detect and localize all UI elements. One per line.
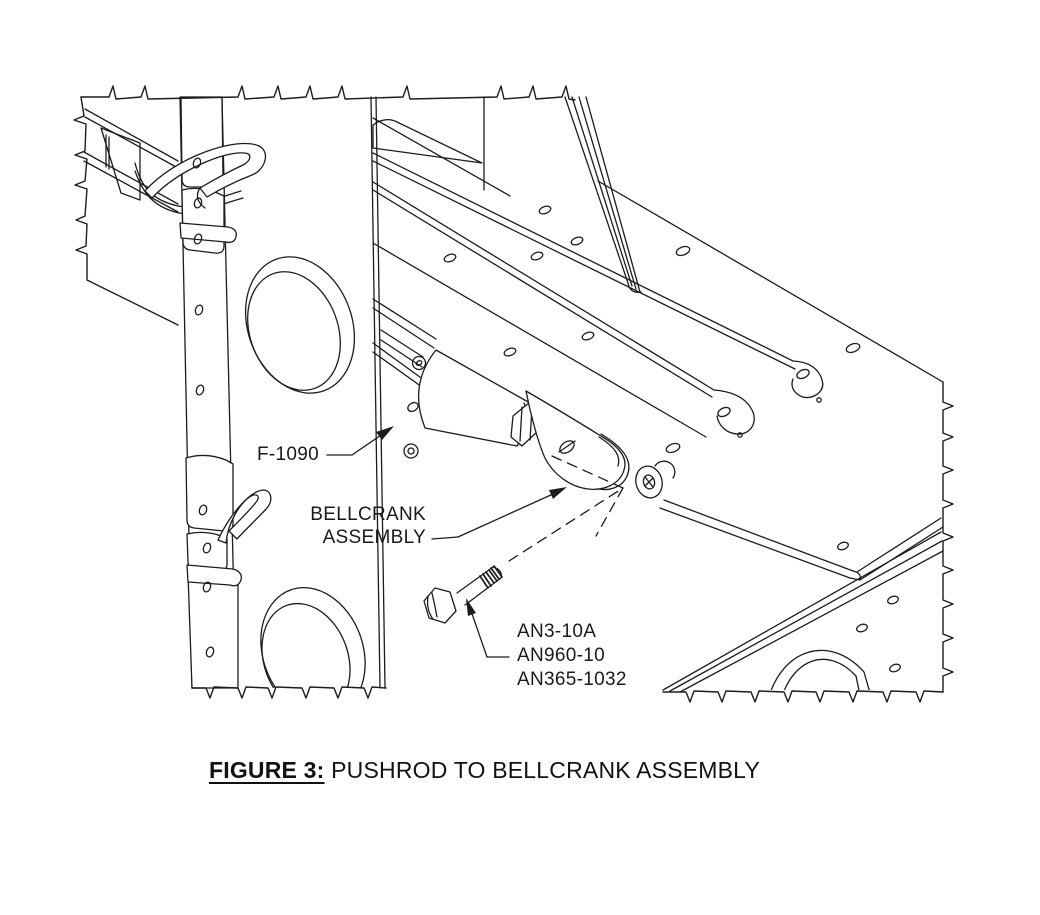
bolt-hex-head: [424, 588, 456, 623]
washer-stack: [632, 461, 675, 501]
hidden-lines: [509, 456, 623, 561]
bottom-left-break-edge: [192, 687, 386, 698]
label-washer: AN960-10: [517, 645, 605, 666]
lower-angle: [381, 330, 860, 580]
stiffener-strip: [145, 97, 271, 688]
break-borders: [74, 86, 953, 702]
lightening-hole-upper: [227, 241, 373, 408]
label-f-1090: F-1090: [257, 444, 320, 465]
figure-caption: FIGURE 3: PUSHROD TO BELLCRANK ASSEMBLY: [209, 757, 760, 784]
bottom-right-break-edge: [663, 691, 943, 702]
label-bolt: AN3-10A: [517, 621, 597, 642]
leader-f-1090: [327, 426, 394, 455]
figure-caption-text: PUSHROD TO BELLCRANK ASSEMBLY: [324, 757, 761, 783]
bulkhead-flange: [371, 97, 385, 688]
channel-rivet-holes: [443, 205, 595, 358]
web-fastener-heads: [404, 357, 426, 459]
leader-bellcrank: [432, 487, 567, 539]
right-break-edge: [943, 382, 953, 692]
label-nut: AN365-1032: [517, 669, 627, 690]
lightening-hole-lower: [243, 573, 382, 731]
label-bellcrank-line1: BELLCRANK: [310, 504, 426, 525]
lower-arc-cutout: [768, 650, 872, 700]
strip-rivet-holes: [192, 157, 215, 658]
label-bellcrank-line2: ASSEMBLY: [322, 527, 426, 548]
label-bellcrank-assembly: BELLCRANK ASSEMBLY: [296, 503, 426, 549]
figure-caption-label: FIGURE 3:: [209, 757, 325, 783]
bellcrank-bracket: [526, 391, 625, 489]
pushrod-bellcrank: [419, 350, 675, 501]
fin-brace: [565, 97, 641, 292]
top-break-edge: [81, 86, 575, 100]
leader-hardware: [466, 598, 509, 657]
lower-right-panel: [663, 532, 943, 700]
label-hardware-callout: AN3-10A AN960-10 AN365-1032: [517, 620, 627, 692]
bolt: [424, 566, 502, 623]
right-panel: [598, 181, 943, 580]
left-break-edge: [74, 97, 178, 325]
channel-assembly: [373, 118, 823, 458]
bolt-threads: [480, 566, 502, 588]
